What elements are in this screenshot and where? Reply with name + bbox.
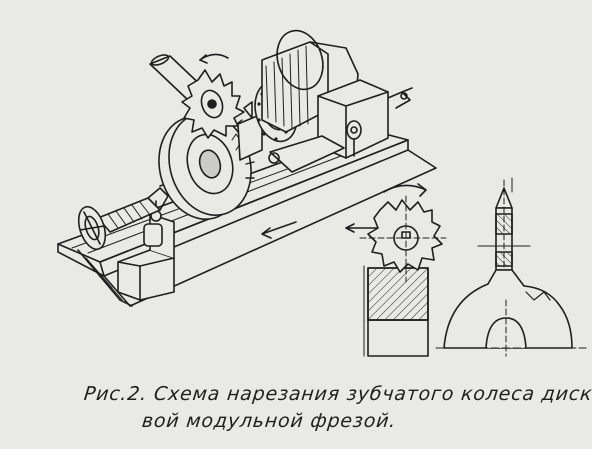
schematic-section-view (435, 177, 587, 357)
motor-unit (261, 29, 413, 173)
tailstock (77, 187, 175, 301)
schematic-cutter-view (345, 183, 447, 357)
feed-arrow (261, 221, 297, 239)
cutter-assembly (149, 53, 245, 139)
workpiece (158, 111, 255, 220)
